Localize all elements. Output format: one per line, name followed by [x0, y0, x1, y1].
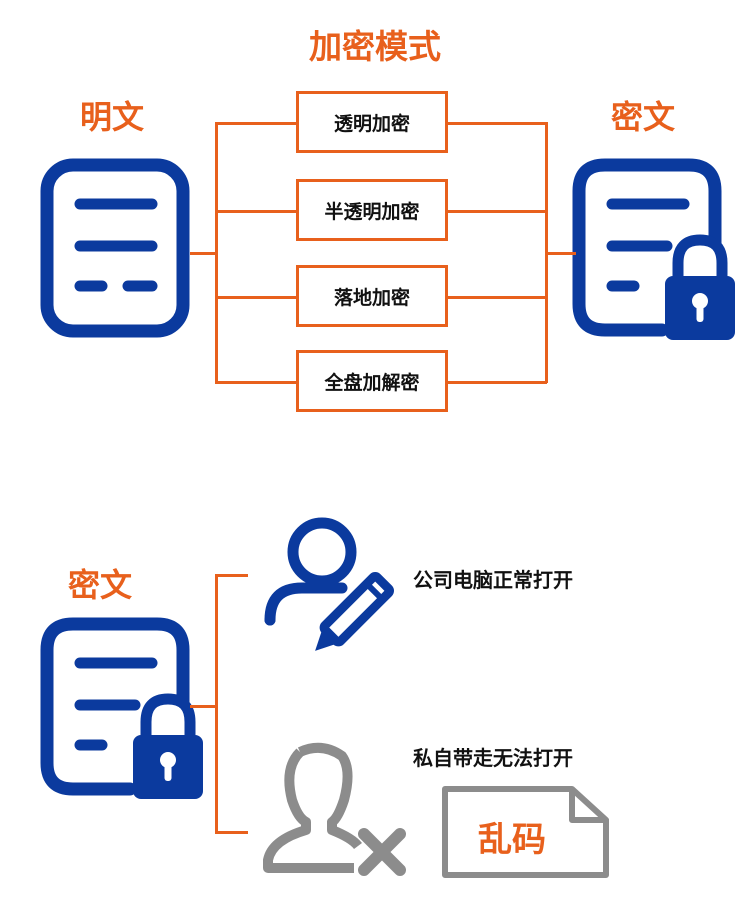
- ciphertext-label: 密文: [611, 98, 676, 136]
- bottom-ciphertext-label: 密文: [68, 566, 133, 604]
- connector-bottom-stub: [190, 705, 218, 708]
- connector-branch: [448, 210, 547, 213]
- connector-branch: [448, 296, 547, 299]
- connector-bottom-branch: [215, 574, 248, 577]
- connector-branch: [215, 210, 297, 213]
- user-denied-icon: [263, 742, 406, 876]
- connector-right-bus: [545, 122, 548, 383]
- encrypted-document-icon: [572, 158, 735, 340]
- mode-box-full-disk: 全盘加解密: [296, 350, 448, 412]
- connector-branch: [448, 122, 547, 125]
- garbled-document-icon: [442, 786, 609, 878]
- connector-right-stub: [546, 252, 576, 255]
- document-icon: [40, 158, 190, 338]
- connector-bottom-bus: [215, 574, 218, 834]
- garbled-text: 乱码: [478, 820, 546, 860]
- connector-left-stub: [190, 252, 216, 255]
- outcome-fail-text: 私自带走无法打开: [413, 746, 573, 770]
- connector-branch: [448, 381, 547, 384]
- connector-bottom-branch: [215, 831, 248, 834]
- plaintext-label: 明文: [80, 98, 145, 136]
- mode-box-transparent: 透明加密: [296, 91, 448, 153]
- user-edit-icon: [264, 517, 395, 651]
- connector-branch: [215, 381, 297, 384]
- encrypted-document-icon: [40, 617, 203, 799]
- connector-left-bus: [215, 122, 218, 383]
- connector-branch: [215, 122, 297, 125]
- mode-box-semi-transparent: 半透明加密: [296, 179, 448, 241]
- diagram-title: 加密模式: [309, 27, 441, 66]
- connector-branch: [215, 296, 297, 299]
- outcome-ok-text: 公司电脑正常打开: [413, 568, 573, 592]
- mode-box-landing: 落地加密: [296, 265, 448, 327]
